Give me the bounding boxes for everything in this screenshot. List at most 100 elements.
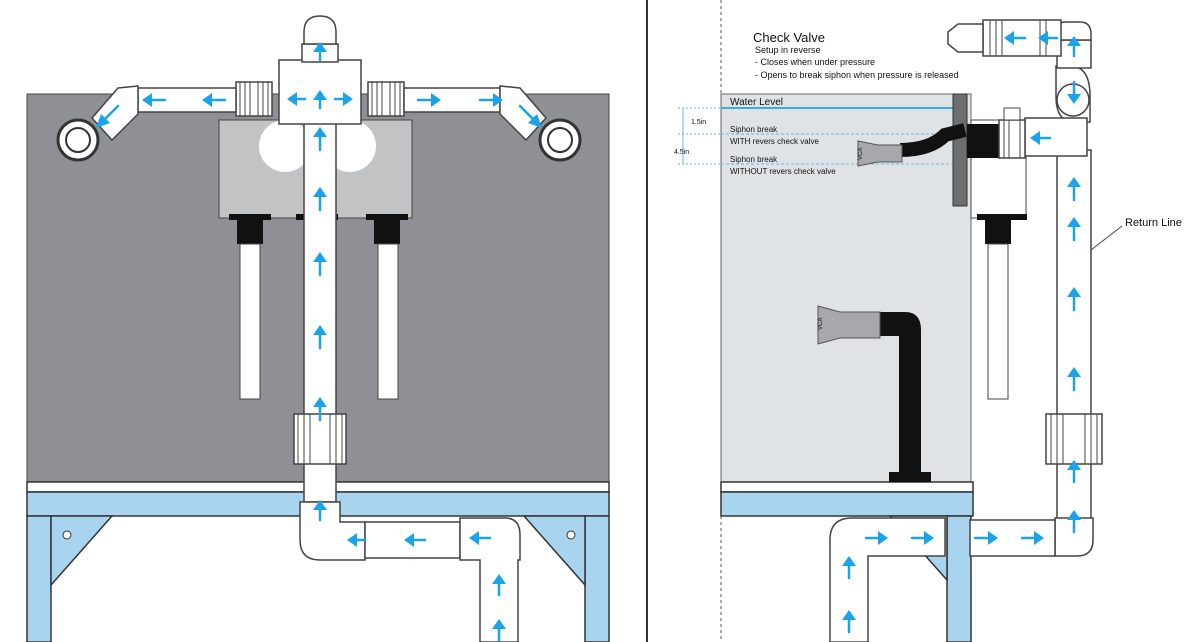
flow-arrow-up	[492, 574, 506, 597]
flow-arrow-left	[1004, 31, 1027, 45]
pump-riser-elbow	[829, 517, 946, 642]
drain-pipe-side	[987, 243, 1009, 400]
pump-elbow	[459, 517, 521, 642]
overflow-box-side	[952, 93, 968, 207]
flow-arrow-up	[1067, 177, 1081, 202]
internal-elbow	[880, 312, 921, 340]
svg-text:VCA: VCA	[858, 148, 864, 160]
flow-arrow-left	[287, 92, 307, 106]
water-level-label: Water Level	[730, 97, 783, 108]
overflow-hole-left	[259, 120, 311, 172]
dim-small-label: 1.5in	[691, 119, 706, 126]
stand-leg-left	[26, 515, 52, 642]
flow-arrow-right	[416, 93, 441, 107]
union-fitting-side	[1045, 413, 1103, 465]
flow-arrow-up	[1067, 510, 1081, 534]
flow-arrow-right	[973, 531, 998, 545]
pipe-foot	[889, 472, 931, 482]
flow-arrow-left	[142, 93, 167, 107]
flow-arrow-up	[492, 619, 506, 642]
union-horizontal	[998, 119, 1026, 159]
union-right	[367, 81, 405, 117]
flow-arrow-diagonal	[96, 104, 120, 128]
annotation-line-3: - Opens to break siphon when pressure is…	[755, 70, 959, 80]
tank-side-glass	[720, 93, 972, 483]
flow-arrow-down	[1067, 80, 1081, 104]
dim-large-label: 4.5in	[674, 149, 689, 156]
check-valve-handle	[947, 23, 984, 53]
annotation-line-2: - Closes when under pressure	[755, 57, 875, 67]
stand-top-rail-side	[720, 481, 974, 493]
flow-arrow-left	[404, 533, 427, 547]
flow-arrow-up	[313, 397, 327, 422]
top-loop-elbow	[303, 15, 337, 45]
bulkhead-nut-side	[977, 214, 1027, 220]
right-45-elbow	[499, 85, 548, 142]
bulkhead-nut	[229, 214, 271, 220]
siphon-with-label-1: Siphon break	[730, 125, 778, 134]
flow-arrow-up	[313, 127, 327, 152]
return-line-leader	[1090, 225, 1123, 251]
internal-return-pipe	[899, 340, 921, 475]
flow-arrow-left	[347, 533, 367, 547]
flow-arrow-up	[1067, 217, 1081, 242]
flow-arrow-up	[313, 325, 327, 350]
flow-arrow-left	[469, 531, 492, 545]
return-bottom-elbow	[1054, 517, 1094, 557]
union-fitting	[293, 413, 347, 465]
drain-pipe-right	[377, 243, 399, 400]
stand-beam-side	[720, 491, 974, 517]
stand-brace-right	[522, 515, 586, 587]
drain-pipe-left	[239, 243, 261, 400]
outlet-nozzle-right-inner	[547, 127, 573, 153]
check-valve-title: Check Valve	[753, 30, 825, 45]
upper-nozzle	[857, 140, 903, 167]
stand-leg-side	[946, 515, 972, 642]
flow-arrow-left	[202, 93, 227, 107]
flow-arrow-up	[313, 187, 327, 212]
bulkhead-body	[374, 220, 400, 244]
flow-arrow-up	[842, 610, 856, 634]
bottom-elbow	[299, 501, 366, 561]
flow-arrow-left	[1038, 31, 1059, 45]
flow-arrow-right	[333, 92, 353, 106]
bulkhead-nut	[366, 214, 408, 220]
return-line-label: Return Line	[1125, 217, 1182, 229]
stand-brace-left	[50, 515, 114, 587]
flow-arrow-up	[313, 252, 327, 277]
flow-arrow-left	[1030, 131, 1052, 145]
valve-stem	[1003, 107, 1021, 121]
left-45-elbow	[90, 85, 139, 142]
flow-arrow-right	[1020, 531, 1044, 545]
annotation-line-1: Setup in reverse	[755, 45, 821, 55]
side-view-panel: VCA VCA	[674, 0, 1182, 642]
flow-arrow-up	[1067, 287, 1081, 312]
bulkhead-body	[237, 220, 263, 244]
svg-text:VCA: VCA	[818, 318, 824, 330]
flow-arrow-right	[910, 531, 934, 545]
flex-hose	[899, 123, 967, 157]
union-left	[235, 81, 273, 117]
bolt-left	[62, 530, 72, 540]
flow-arrow-right	[478, 93, 503, 107]
flow-arrow-up	[1067, 460, 1081, 484]
front-view-panel	[26, 15, 610, 642]
overflow-hole-right	[324, 120, 376, 172]
flow-arrow-up	[313, 90, 327, 110]
bolt-right	[566, 530, 576, 540]
bulkhead-body-side	[985, 220, 1011, 244]
lower-nozzle	[817, 305, 881, 345]
flow-arrow-up	[1067, 36, 1081, 58]
flow-arrow-up	[842, 556, 856, 580]
siphon-without-label-1: Siphon break	[730, 155, 778, 164]
siphon-with-label-2: WITH revers check valve	[730, 137, 819, 146]
flow-arrow-up	[1067, 367, 1081, 392]
black-fitting	[967, 124, 999, 158]
return-riser-pipe-lower	[303, 459, 337, 503]
flow-arrow-up	[313, 500, 327, 522]
stand-leg-right	[584, 515, 610, 642]
flow-arrow-diagonal	[518, 104, 542, 128]
outlet-nozzle-left-inner	[65, 127, 91, 153]
siphon-without-label-2: WITHOUT revers check valve	[730, 167, 836, 176]
